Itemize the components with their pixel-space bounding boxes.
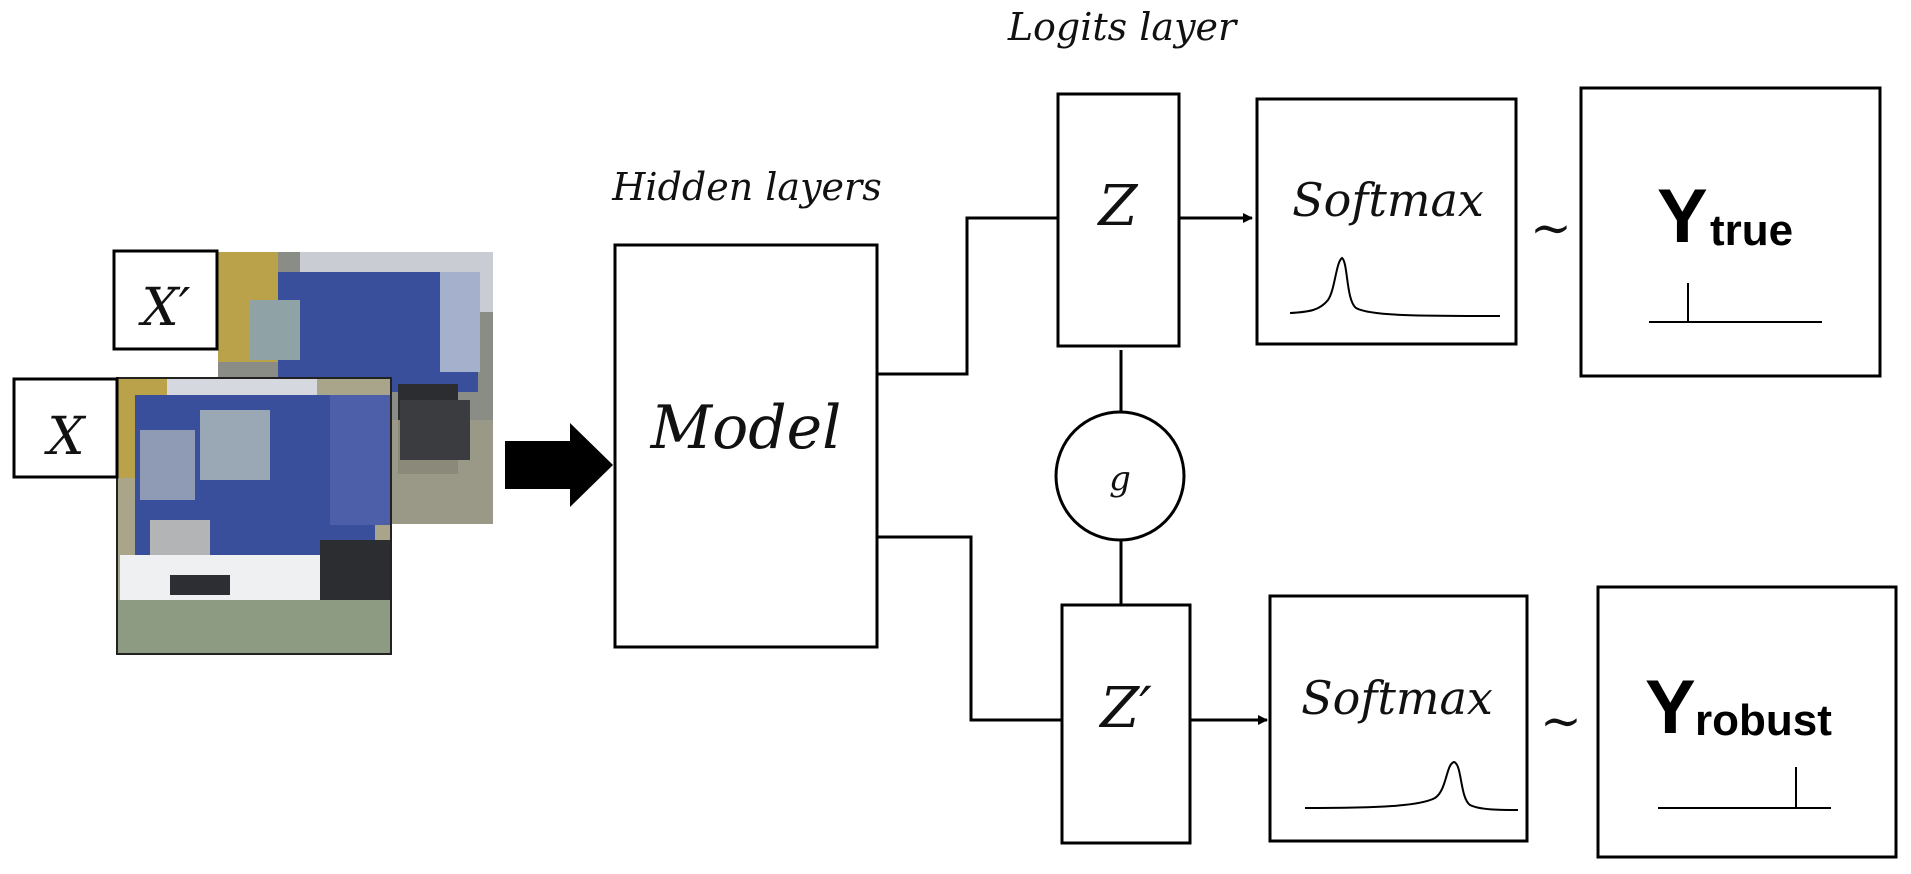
softmax-top-box: Softmax bbox=[1255, 97, 1518, 346]
y-true-sub: true bbox=[1710, 206, 1793, 255]
hidden-layers-label: Hidden layers bbox=[611, 165, 881, 209]
x-prime-label-box: X′ bbox=[112, 249, 219, 351]
tilde-top: ∼ bbox=[1530, 199, 1572, 257]
g-label: g bbox=[1109, 459, 1131, 499]
y-true-main: Y bbox=[1657, 174, 1708, 259]
z-label: Z bbox=[1097, 174, 1139, 239]
big-arrow-icon bbox=[505, 423, 613, 507]
y-true-onehot bbox=[1649, 283, 1822, 323]
z-prime-box: Z′ bbox=[1060, 603, 1192, 845]
softmax-bottom-curve bbox=[1304, 760, 1519, 811]
tilde-bottom: ∼ bbox=[1540, 692, 1582, 750]
model-label: Model bbox=[650, 393, 842, 463]
softmax-bottom-label: Softmax bbox=[1301, 671, 1493, 725]
connector-model-to-z bbox=[877, 216, 1058, 376]
x-label-box: X bbox=[12, 377, 119, 479]
softmax-top-label: Softmax bbox=[1292, 173, 1484, 227]
x-prime-label: X′ bbox=[138, 278, 191, 338]
y-robust-sub: robust bbox=[1695, 696, 1832, 745]
input-image-x bbox=[116, 377, 392, 655]
connector-model-to-z-prime bbox=[877, 535, 1062, 722]
softmax-top-curve bbox=[1289, 256, 1501, 317]
softmax-bottom-box: Softmax bbox=[1268, 594, 1529, 843]
y-robust-onehot bbox=[1658, 767, 1831, 809]
z-prime-label: Z′ bbox=[1098, 676, 1152, 741]
z-box: Z bbox=[1056, 92, 1181, 348]
y-robust-box: Y robust bbox=[1596, 585, 1898, 859]
g-node: g bbox=[1054, 410, 1186, 542]
x-label: X bbox=[43, 407, 86, 467]
model-box: Model bbox=[613, 243, 879, 649]
y-true-box: Y true bbox=[1579, 86, 1882, 378]
y-robust-main: Y bbox=[1645, 665, 1696, 750]
logits-layer-label: Logits layer bbox=[1007, 5, 1239, 49]
